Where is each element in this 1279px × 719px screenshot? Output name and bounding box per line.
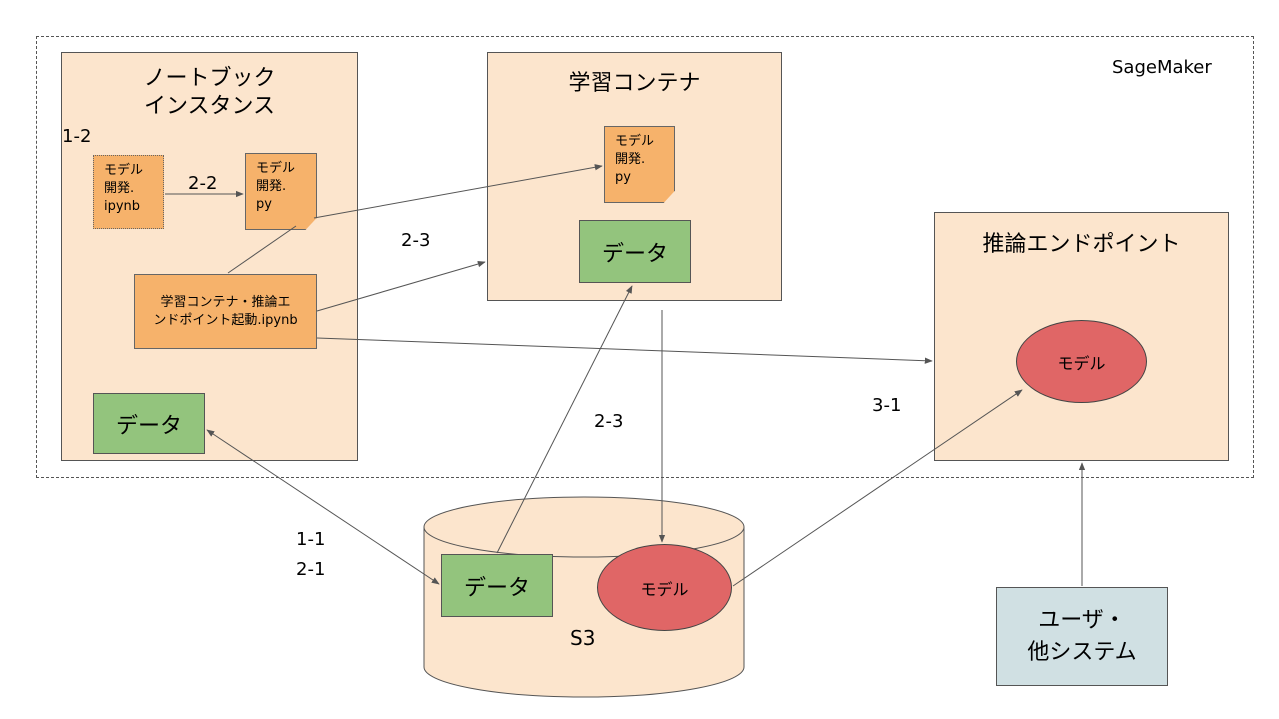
training-data-box: データ <box>579 220 691 283</box>
training-title: 学習コンテナ <box>568 71 701 96</box>
user-line1: ユーザ・ <box>1038 607 1126 633</box>
step-label-2-2: 2-2 <box>188 173 218 194</box>
file-line: 開発. <box>615 152 646 167</box>
endpoint-model-oval: モデル <box>1016 320 1147 403</box>
step-label-1-2: 1-2 <box>62 126 92 147</box>
user-other-systems-box: ユーザ・ 他システム <box>996 587 1168 686</box>
launcher-ipynb-file: 学習コンテナ・推論エ ンドポイント起動.ipynb <box>134 274 317 349</box>
notebook-data-box: データ <box>93 393 205 454</box>
step-label-2-3-top: 2-3 <box>401 230 431 251</box>
file-line: py <box>256 197 272 212</box>
s3-label: S3 <box>570 626 596 650</box>
endpoint-title: 推論エンドポイント <box>982 232 1181 257</box>
file-line: モデル <box>104 163 144 178</box>
notebook-instance-box: ノートブック インスタンス <box>61 52 358 461</box>
s3-data-box: データ <box>441 554 553 617</box>
user-line2: 他システム <box>1027 639 1137 665</box>
sagemaker-boundary <box>36 36 1254 478</box>
file-line: py <box>615 170 631 185</box>
step-label-3-1: 3-1 <box>872 395 902 416</box>
file-line: ンドポイント起動.ipynb <box>153 312 298 328</box>
sagemaker-label: SageMaker <box>1112 57 1212 78</box>
file-line: 開発. <box>104 181 135 196</box>
file-line: 学習コンテナ・推論エ <box>160 294 291 310</box>
training-py-file: モデル 開発. py <box>604 126 675 203</box>
file-line: モデル <box>256 161 296 176</box>
step-label-1-1: 1-1 <box>296 529 326 550</box>
step-label-2-1: 2-1 <box>296 559 326 580</box>
model-dev-ipynb-file: モデル 開発. ipynb <box>93 155 164 229</box>
notebook-title-line1: ノートブック <box>143 66 276 91</box>
model-dev-py-file: モデル 開発. py <box>245 153 317 230</box>
step-label-2-3-mid: 2-3 <box>594 411 624 432</box>
notebook-title-line2: インスタンス <box>143 94 276 119</box>
file-line: ipynb <box>104 199 141 214</box>
file-line: 開発. <box>256 179 287 194</box>
file-line: モデル <box>615 134 655 149</box>
s3-model-oval: モデル <box>597 544 732 631</box>
